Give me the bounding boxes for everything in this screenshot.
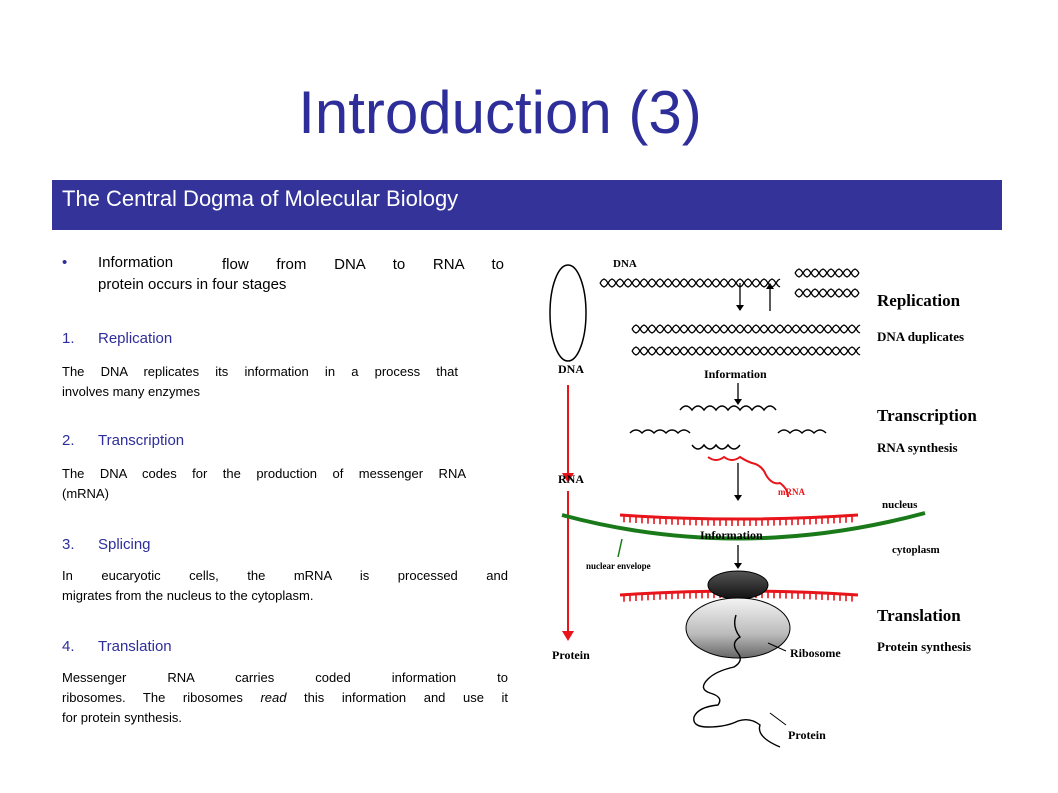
label-protein-bottom: Protein [788, 728, 826, 742]
arrow-head-icon [736, 305, 744, 311]
label-information-2: Information [700, 528, 763, 542]
stage-label: Splicing [98, 536, 151, 553]
stage-number: 4. [62, 638, 75, 655]
central-dogma-diagram: DNA RNA Protein DNA Information mRNA nuc… [549, 258, 977, 748]
dna-strands [599, 268, 861, 356]
section-banner: The Central Dogma of Molecular Biology [52, 180, 1002, 230]
stage-label: Transcription [98, 432, 185, 449]
label-nucleus: nucleus [882, 499, 918, 511]
ribosome-small-subunit [707, 570, 769, 600]
dna-helix-strand [794, 268, 860, 278]
process-sub: DNA duplicates [877, 329, 964, 344]
mrna-comb-nucleus [619, 513, 859, 526]
arrow-head-icon [734, 495, 742, 501]
desc-line: The DNA replicates its information in a … [62, 364, 458, 379]
label-nuclear-envelope: nuclear envelope [586, 561, 651, 571]
label-ribosome: Ribosome [790, 646, 841, 660]
arrow-head-icon [562, 631, 574, 641]
stage-number: 1. [62, 330, 75, 347]
replication-loop-icon [549, 264, 587, 362]
stage-translation-title: 4. Translation [62, 638, 172, 655]
desc-line: migrates from the nucleus to the cytopla… [62, 588, 314, 603]
desc-line: In eucaryotic cells, the mRNA is process… [62, 568, 508, 583]
stage-splicing-desc: In eucaryotic cells, the mRNA is process… [62, 566, 508, 606]
desc-italic: read [260, 690, 287, 705]
desc-line: for protein synthesis. [62, 710, 182, 725]
process-replication: Replication DNA duplicates [877, 291, 964, 344]
desc-fragment: this information and use it [286, 690, 509, 705]
arrow-head-icon [562, 473, 574, 483]
label-protein-left: Protein [552, 648, 590, 662]
label-dna-left: DNA [558, 362, 584, 376]
stage-splicing-title: 3. Splicing [62, 536, 151, 553]
desc-line: The DNA codes for the production of mess… [62, 466, 466, 481]
arrow-head-icon [734, 563, 742, 569]
dna-helix-strand [599, 278, 781, 288]
desc-line: Messenger RNA carries coded information … [62, 670, 508, 685]
stage-number: 3. [62, 536, 75, 553]
process-translation: Translation Protein synthesis [877, 606, 971, 654]
stage-translation-desc: Messenger RNA carries coded information … [62, 668, 508, 728]
bullet-text-line2: protein occurs in four stages [98, 276, 287, 293]
transcription-bubble [629, 405, 827, 450]
arrow-head-icon [734, 399, 742, 405]
nuclear-envelope [561, 511, 926, 541]
arrow-head-icon [766, 283, 774, 289]
slide-title: Introduction (3) [298, 79, 702, 146]
process-name: Translation [877, 606, 961, 625]
dna-helix-strand [631, 346, 861, 356]
envelope-pointer [617, 538, 623, 558]
ribosome-large-subunit [685, 597, 791, 659]
dna-helix-strand [631, 324, 861, 334]
stage-transcription-title: 2. Transcription [62, 432, 184, 449]
label-dna-top: DNA [613, 258, 637, 270]
label-mrna: mRNA [778, 487, 805, 497]
process-sub: Protein synthesis [877, 639, 971, 654]
mrna-backbone [619, 513, 859, 521]
process-sub: RNA synthesis [877, 440, 958, 455]
stage-replication-title: 1. Replication [62, 330, 172, 347]
stage-label: Replication [98, 330, 173, 347]
banner-text: The Central Dogma of Molecular Biology [62, 186, 459, 211]
desc-line: involves many enzymes [62, 384, 200, 399]
process-name: Replication [877, 291, 961, 310]
dna-helix-strand [794, 288, 860, 298]
desc-line: (mRNA) [62, 486, 109, 501]
desc-fragment: ribosomes. The ribosomes [62, 690, 261, 705]
protein-pointer [769, 712, 787, 726]
ribosome-pointer [767, 642, 787, 652]
label-information-1: Information [704, 367, 767, 381]
dna-helix-strand [631, 346, 861, 356]
dna-helix-strand [631, 324, 861, 334]
bullet-text-line1: flow from DNA to RNA to [222, 256, 504, 273]
label-cytoplasm: cytoplasm [892, 544, 940, 556]
label-rna-left: RNA [558, 472, 584, 486]
process-transcription: Transcription RNA synthesis [877, 406, 977, 455]
stage-replication-desc: The DNA replicates its information in a … [62, 362, 508, 402]
process-name: Transcription [877, 406, 977, 425]
stage-number: 2. [62, 432, 75, 449]
stage-label: Translation [98, 638, 172, 655]
stage-transcription-desc: The DNA codes for the production of mess… [62, 464, 508, 504]
protein-chain [693, 614, 781, 748]
dna-helix-strand [599, 278, 781, 288]
mrna-strand [707, 455, 789, 498]
desc-line: ribosomes. The ribosomes read this infor… [62, 688, 508, 708]
bullet-word: Information [98, 254, 174, 271]
bullet-icon: • [62, 254, 68, 271]
